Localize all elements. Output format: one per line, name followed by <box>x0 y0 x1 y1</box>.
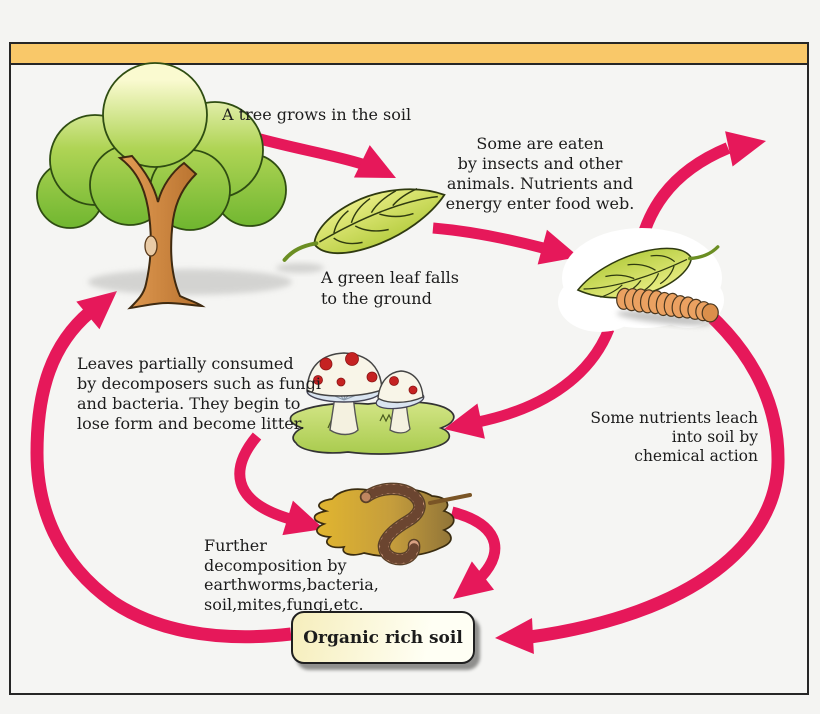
arrow-leaf-to-insects <box>432 222 584 275</box>
arrow-soil-to-tree <box>30 277 292 644</box>
further-decomposition-label: Further decomposition by earthworms,bact… <box>204 536 379 614</box>
decomposers-label: Leaves partially consumed by decomposers… <box>77 354 321 433</box>
tree-label: A tree grows in the soil <box>222 105 412 124</box>
tree-illustration <box>36 62 292 310</box>
nutrients-leach-label: Some nutrients leach into soil by chemic… <box>590 409 758 465</box>
arrow-tree-to-leaf <box>247 130 404 195</box>
arrow-earthworms-to-soil <box>441 506 501 614</box>
organic-rich-soil-box: Organic rich soil <box>291 611 475 664</box>
stick <box>428 493 472 505</box>
caterpillar-leaf-illustration <box>558 225 727 332</box>
tree-shadow <box>88 269 292 295</box>
arrow-leach-to-soil <box>494 289 785 656</box>
cap-spots <box>313 352 378 387</box>
mushrooms-illustration <box>289 352 455 455</box>
earthworm <box>359 482 426 566</box>
caterpillar-illustration <box>616 287 719 326</box>
arrow-decomposers-to-earthworms <box>234 432 330 547</box>
title-bar <box>11 44 807 65</box>
eaten-by-insects-label: Some are eaten by insects and other anim… <box>445 134 635 213</box>
leaf-falls-label: A green leaf falls to the ground <box>321 268 459 308</box>
trunk-knot <box>144 235 158 257</box>
falling-leaf-illustration <box>272 165 454 284</box>
earthworm-illustration <box>313 482 472 566</box>
organic-rich-soil-label: Organic rich soil <box>303 627 463 648</box>
arrow-insects-to-decomposers <box>440 326 615 447</box>
green-splat <box>289 400 455 455</box>
